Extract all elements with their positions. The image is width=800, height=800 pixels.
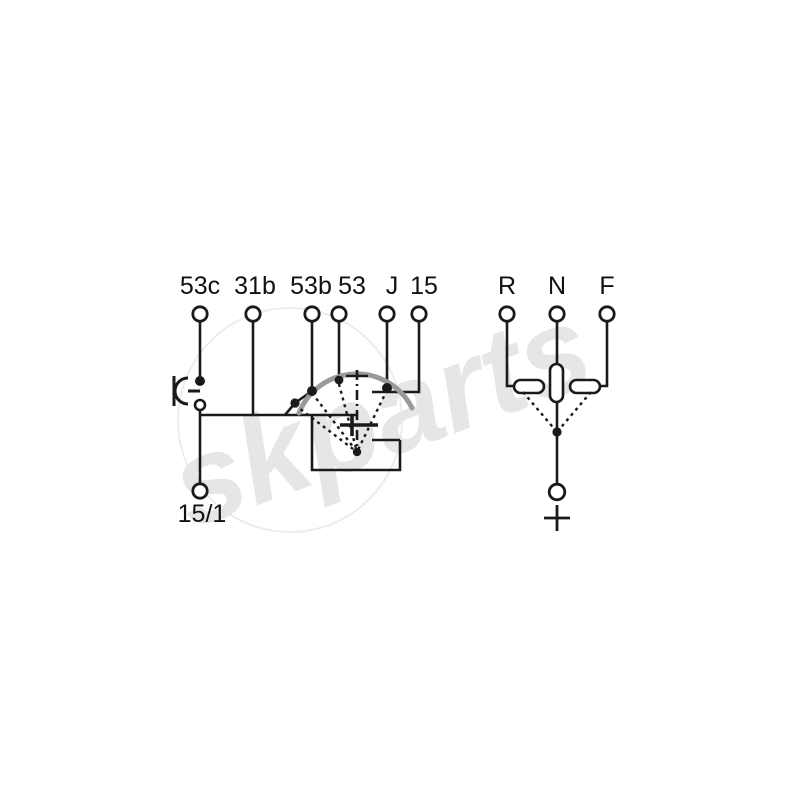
terminal-ring-F[interactable]: [598, 305, 616, 323]
linkage-2: [311, 392, 358, 453]
terminal-ring-plus[interactable]: [547, 482, 567, 502]
terminal-ring-31b[interactable]: [244, 305, 262, 323]
linkage-4: [355, 389, 389, 453]
plus-icon: [544, 505, 570, 531]
push-button-actuator: [172, 376, 200, 406]
terminal-label-53: 53: [338, 272, 366, 300]
right-linkage-R: [522, 391, 558, 433]
contact-pad-F: [568, 378, 602, 395]
contact-pad-R: [512, 378, 546, 395]
wire-R: [505, 322, 514, 388]
terminal-label-F: F: [599, 272, 614, 300]
terminal-label-15: 15: [410, 272, 438, 300]
pivot-dot: [352, 447, 362, 457]
contact-dot-J: [382, 383, 392, 393]
terminal-ring-R[interactable]: [498, 305, 516, 323]
linkage-1: [294, 404, 358, 453]
contact-point-lower: [193, 398, 207, 412]
terminal-label-53c: 53c: [180, 272, 220, 300]
terminal-ring-15[interactable]: [410, 305, 428, 323]
terminal-label-N: N: [548, 272, 566, 300]
terminal-ring-J[interactable]: [378, 305, 396, 323]
terminal-ring-53b[interactable]: [303, 305, 321, 323]
contact-dot-53b: [307, 386, 317, 396]
left-circuit: [172, 305, 428, 500]
watermark-circle: [177, 307, 403, 533]
right-actuation-linkages: [522, 391, 592, 433]
left-terminal-labels: 53c 31b 53b 53 J 15 15/1: [178, 272, 438, 528]
actuation-linkages: [294, 383, 389, 453]
terminal-ring-15-1[interactable]: [191, 482, 209, 500]
right-linkage-F: [556, 391, 592, 433]
right-terminal-labels: R N F: [498, 272, 615, 300]
terminal-label-J: J: [386, 272, 399, 300]
contact-pad-N: [548, 362, 565, 404]
wire-F: [600, 322, 609, 388]
contact-dot-53: [334, 375, 344, 385]
terminal-ring-N[interactable]: [548, 305, 566, 323]
contact-dot-left: [290, 398, 300, 408]
terminal-label-R: R: [498, 272, 516, 300]
contact-dots: [290, 375, 392, 457]
terminal-ring-53[interactable]: [330, 305, 348, 323]
rotary-travel-arc: [296, 371, 415, 416]
left-terminal-rings: [191, 305, 428, 500]
right-pivot-dot: [552, 427, 562, 437]
terminal-label-53b: 53b: [290, 272, 332, 300]
right-circuit: [498, 305, 616, 531]
contact-point-upper: [195, 376, 205, 386]
right-terminal-rings: [498, 305, 616, 502]
terminal-label-31b: 31b: [234, 272, 276, 300]
terminal-ring-53c[interactable]: [191, 305, 209, 323]
switch-body-box: [310, 415, 402, 472]
linkage-3: [337, 383, 359, 453]
terminal-label-15-1: 15/1: [178, 500, 227, 528]
